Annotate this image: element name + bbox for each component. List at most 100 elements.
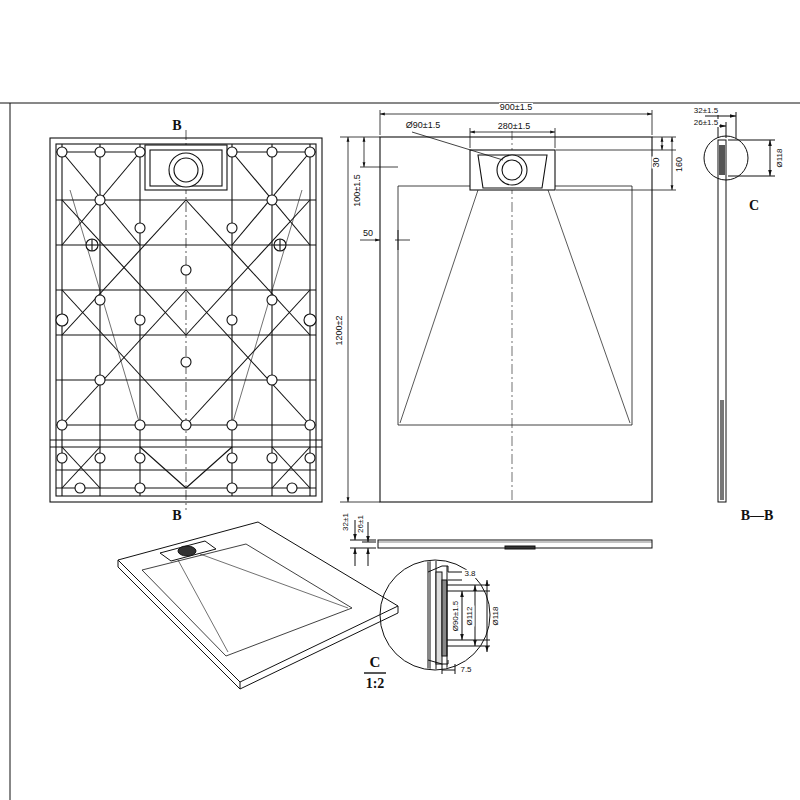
dimension-lines-part	[348, 137, 349, 502]
underside-view-part	[186, 200, 310, 335]
underside-view-part	[62, 152, 140, 245]
section-view-part	[728, 140, 775, 141]
underside-view-part-part	[135, 147, 145, 157]
top-view-part	[470, 150, 555, 190]
underside-view-part-part	[267, 375, 277, 385]
underside-view-part	[70, 190, 140, 425]
underside-view-part-part	[95, 295, 105, 305]
underside-view-part	[232, 190, 302, 425]
detail-view-part	[447, 585, 490, 586]
underside-view-part-part	[135, 223, 145, 233]
underside-view-part-part	[274, 239, 286, 251]
detail-view-part	[428, 560, 448, 675]
dimension-label: Ø90±1.5	[452, 600, 460, 633]
side-view-part	[355, 520, 356, 540]
underside-view-part	[56, 147, 316, 493]
section-view-part	[718, 140, 726, 502]
dimension-lines-part	[470, 132, 555, 133]
dimension-label: 7.5	[459, 666, 472, 674]
underside-view-part-part	[304, 314, 316, 326]
section-view-part	[770, 140, 771, 176]
sheet-frame-part	[0, 103, 800, 104]
dimension-lines-part	[470, 128, 471, 148]
underside-view-part	[279, 239, 280, 251]
sheet-frame-part	[10, 103, 11, 800]
side-view-part	[378, 540, 652, 548]
top-view-part	[548, 190, 630, 423]
top-view-part	[400, 190, 478, 423]
underside-view-part-part	[227, 223, 237, 233]
detail-title: C	[369, 655, 382, 670]
underside-view-part	[62, 447, 100, 488]
top-view	[380, 130, 652, 502]
isometric-view-part	[118, 522, 398, 682]
dimension-lines	[340, 110, 676, 502]
underside-view-part	[174, 158, 198, 182]
detail-marker: C	[748, 199, 760, 213]
dimension-lines-part	[662, 137, 663, 150]
dimension-lines-part	[398, 230, 399, 250]
underside-view-part-part	[227, 483, 237, 493]
section-view-part	[720, 400, 724, 500]
dimension-lines-part	[380, 114, 652, 115]
underside-view-part	[50, 439, 322, 440]
underside-view-part-part	[181, 420, 191, 430]
detail-view-part-part	[428, 560, 436, 675]
dimension-lines-part	[364, 137, 365, 167]
underside-view-part	[62, 290, 186, 425]
underside-view-part	[150, 150, 222, 186]
section-marker: B	[171, 119, 182, 133]
underside-view-part-part	[287, 483, 297, 493]
underside-view-part-part	[95, 453, 105, 463]
dimension-label: Ø90±1.5	[405, 121, 441, 130]
underside-view-part-part	[181, 357, 191, 367]
side-view-part	[368, 522, 369, 542]
dimension-label: 26±1.5	[693, 119, 719, 127]
dimension-lines-part	[556, 150, 676, 151]
underside-view-part-part	[267, 453, 277, 463]
detail-view	[380, 560, 490, 675]
detail-view-part	[448, 580, 462, 581]
detail-view-part-part	[430, 560, 431, 675]
top-view-part	[502, 160, 522, 180]
underside-view-part	[91, 239, 92, 251]
dimension-label: Ø118	[776, 148, 784, 169]
isometric-view-part	[118, 560, 398, 689]
underside-view-part-part	[135, 420, 145, 430]
scale-underline-part	[364, 672, 386, 673]
underside-view-part-part	[95, 195, 105, 205]
section-marker: B	[171, 509, 182, 523]
detail-view-part	[448, 572, 462, 573]
dimension-lines-part	[556, 190, 676, 191]
detail-view-part	[487, 580, 488, 652]
underside-view-part-part	[56, 314, 68, 326]
top-view-part	[398, 186, 632, 425]
underside-view-part	[56, 244, 316, 245]
underside-view-part	[50, 446, 322, 447]
underside-view	[50, 130, 322, 510]
underside-view-part-part	[305, 147, 315, 157]
dimension-label: 26±1	[357, 514, 365, 534]
detail-view-part-part	[428, 660, 448, 664]
dimension-label: 280±1.5	[497, 122, 531, 131]
sheet-frame	[0, 103, 800, 800]
detail-view-part-part	[447, 566, 448, 670]
section-view-part	[728, 176, 775, 177]
underside-view-part	[56, 469, 316, 470]
isometric-view-part	[178, 560, 228, 652]
dimension-lines-part	[412, 132, 503, 160]
underside-view-part	[169, 153, 203, 187]
underside-view-part-part	[305, 420, 315, 430]
side-view-part	[362, 542, 376, 543]
section-view-part	[704, 136, 748, 180]
detail-view-part	[455, 664, 456, 674]
dimension-lines-part	[340, 137, 380, 138]
section-title: B—B	[740, 509, 775, 523]
detail-view-part	[447, 640, 490, 641]
underside-view-part-part	[227, 453, 237, 463]
detail-view-part	[447, 591, 490, 592]
detail-view-part-part	[428, 566, 448, 572]
side-view-part	[350, 540, 376, 541]
side-view-part	[505, 546, 535, 549]
